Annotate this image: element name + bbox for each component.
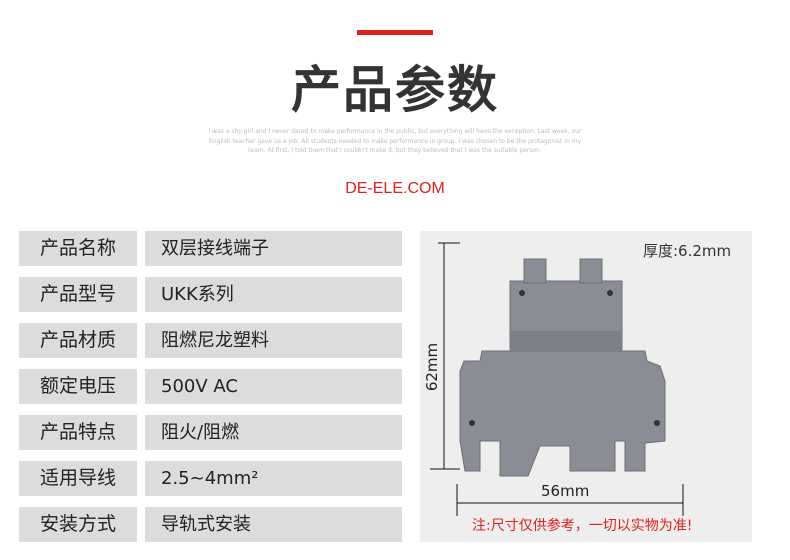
spec-label: 适用导线: [19, 461, 137, 496]
decorative-blurb: I was a shy girl and I never dared to ma…: [208, 128, 582, 154]
spec-label: 产品材质: [19, 323, 137, 358]
spec-label: 产品特点: [19, 415, 137, 450]
spec-value: 500V AC: [145, 369, 402, 404]
spec-label: 安装方式: [19, 507, 137, 542]
page-title: 产品参数: [291, 61, 499, 119]
thickness-label: 厚度:6.2mm: [643, 242, 732, 260]
brand-link[interactable]: DE-ELE.COM: [345, 180, 445, 197]
spec-label: 产品型号: [19, 277, 137, 312]
spec-label: 额定电压: [19, 369, 137, 404]
terminal-block-drawing: [430, 242, 684, 516]
spec-value: 导轨式安装: [145, 507, 402, 542]
height-dimension: 62mm: [423, 342, 442, 392]
spec-value: 双层接线端子: [145, 231, 402, 266]
spec-label: 产品名称: [19, 231, 137, 266]
width-dimension: 56mm: [541, 482, 590, 500]
spec-value: 阻燃尼龙塑料: [145, 323, 402, 358]
size-note: 注:尺寸仅供参考，一切以实物为准!: [472, 518, 693, 534]
title-accent-bar: [357, 30, 433, 35]
spec-value: 2.5~4mm²: [145, 461, 402, 496]
spec-value: UKK系列: [145, 277, 402, 312]
spec-value: 阻火/阻燃: [145, 415, 402, 450]
product-image: 厚度:6.2mm 62mm 56mm 注:尺寸仅供参考，一切以实物为准!: [420, 231, 752, 542]
terminal-band: [510, 331, 622, 351]
